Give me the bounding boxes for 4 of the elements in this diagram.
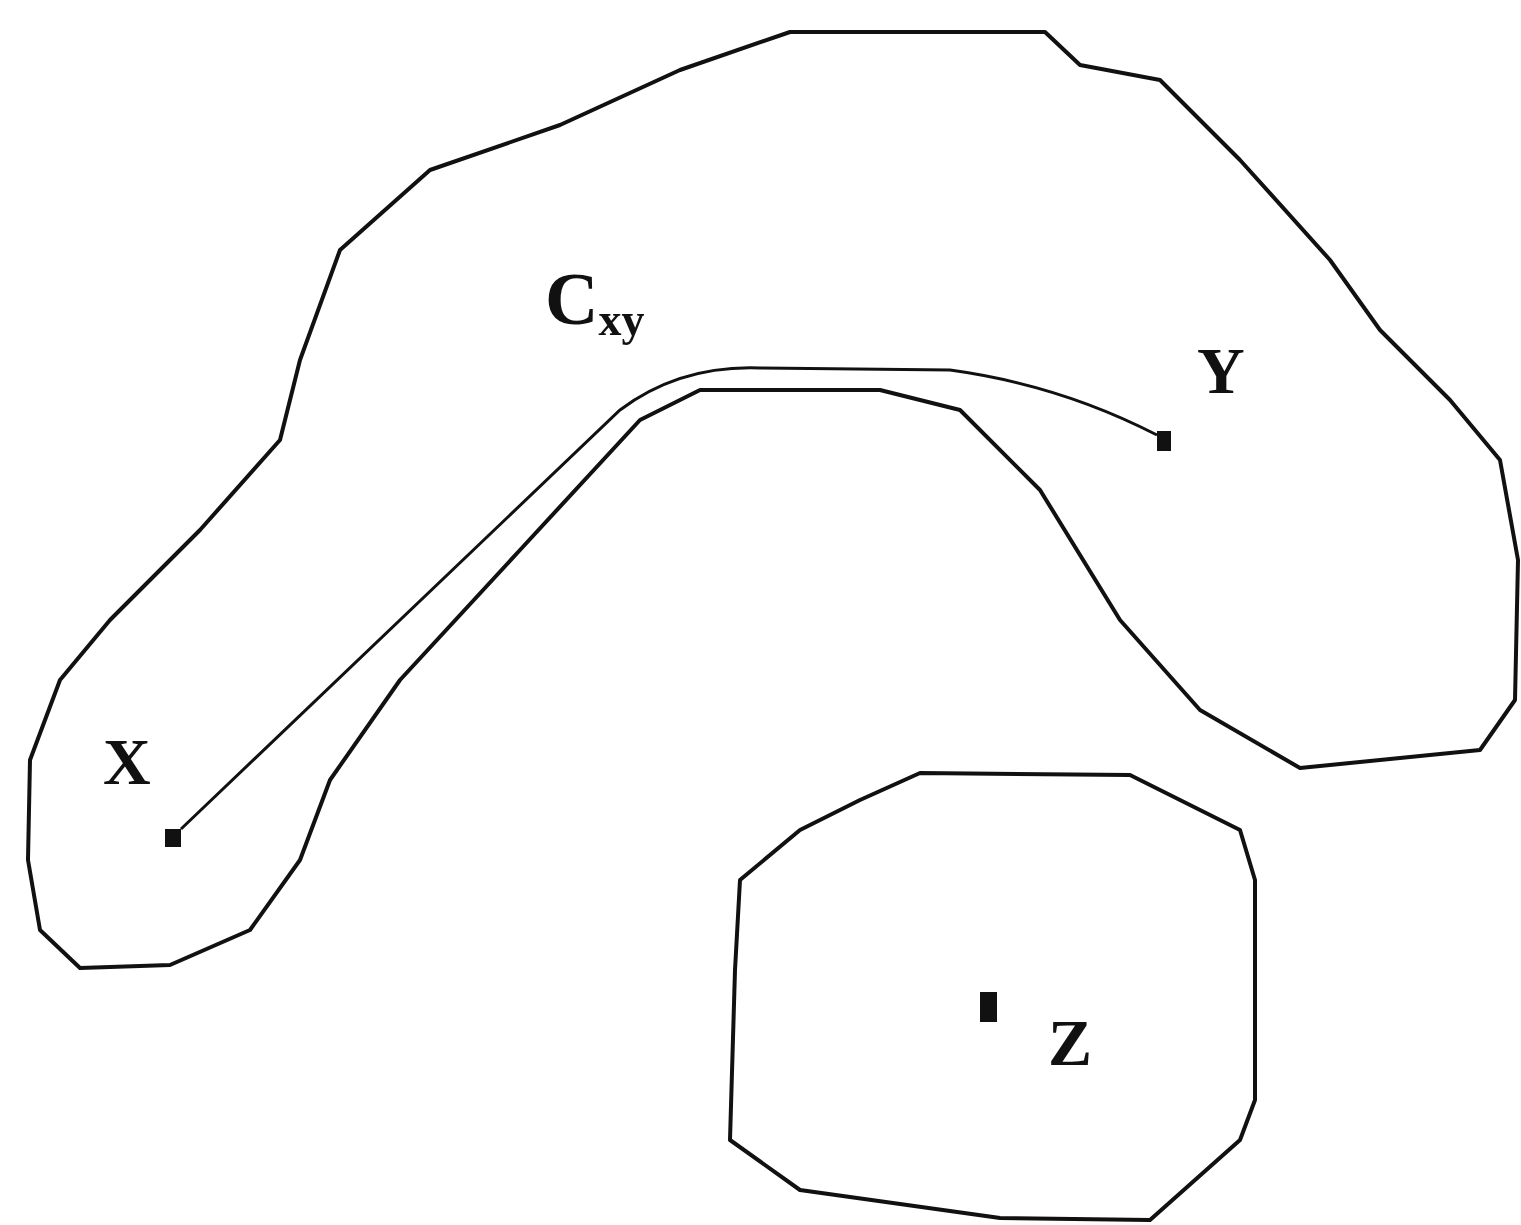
point-label: Z	[1048, 1010, 1093, 1076]
point-label: Y	[1197, 338, 1245, 404]
curve-path	[179, 366, 1158, 831]
point-label: X	[103, 729, 151, 795]
